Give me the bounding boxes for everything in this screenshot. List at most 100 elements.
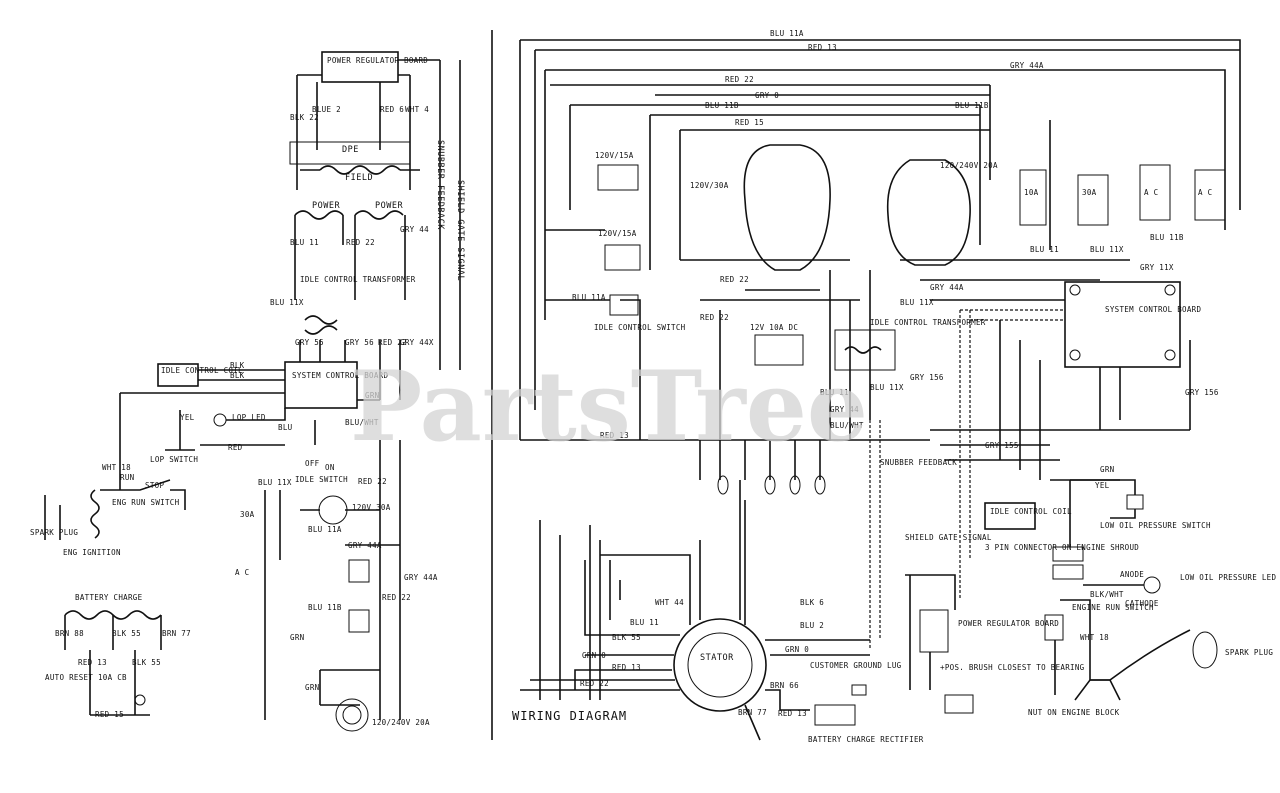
wire-label-grn3: GRN bbox=[305, 683, 319, 692]
wire-label-brn77: BRN 77 bbox=[162, 629, 191, 638]
stator-wire-brn77: BRN 77 bbox=[738, 708, 767, 717]
off-label: OFF bbox=[305, 459, 320, 468]
top-wire-gry44a: GRY 44A bbox=[1010, 61, 1044, 70]
snubber-feedback-label: SNUBBER FEEDBACK bbox=[880, 458, 957, 467]
side-wire-15: GRN bbox=[1100, 465, 1114, 474]
top-wire-blu11b: BLU 11B bbox=[705, 101, 739, 110]
wire-label-gry44a-b: GRY 44A bbox=[404, 573, 438, 582]
wire-label-blu: BLU bbox=[278, 423, 292, 432]
side-wire-12: BLU 11 bbox=[1030, 245, 1059, 254]
low-oil-pressure-switch bbox=[1126, 494, 1144, 510]
nut-on-engine-block-label: NUT ON ENGINE BLOCK bbox=[1028, 708, 1120, 717]
power-regulator-board-label: POWER REGULATOR BOARD bbox=[327, 56, 428, 65]
idle-control-coil bbox=[984, 502, 1036, 530]
auto-reset-label: AUTO RESET 10A CB bbox=[45, 673, 127, 682]
wire-label-yel: YEL bbox=[180, 413, 195, 422]
receptacle-240v bbox=[335, 698, 369, 732]
idle-control-switch-label: IDLE CONTROL SWITCH bbox=[594, 323, 686, 332]
side-wire-0: BLU 11A bbox=[572, 293, 606, 302]
stator-wire-red13: RED 13 bbox=[612, 663, 641, 672]
wire-label-blu11: BLU 11 bbox=[290, 238, 319, 247]
wire-label-blu11x-b: BLU 11X bbox=[258, 478, 292, 487]
wire-label-red6: RED 6 bbox=[380, 105, 404, 114]
idle-switch-label: IDLE SWITCH bbox=[295, 475, 348, 484]
wire-label-blu11a: BLU 11A bbox=[308, 525, 342, 534]
side-wire-14: GRY 11X bbox=[1140, 263, 1174, 272]
stator-wire-blu2: BLU 2 bbox=[800, 621, 824, 630]
wire-label-gry56: GRY 56 bbox=[345, 338, 374, 347]
idle-control-transformer-label: IDLE CONTROL TRANSFORMER bbox=[300, 275, 416, 284]
dpe-label: DPE bbox=[342, 145, 359, 155]
lop-led bbox=[213, 413, 227, 427]
side-wire-17: BLU 11 bbox=[820, 388, 849, 397]
breaker-label-10a: 10A bbox=[1024, 188, 1039, 197]
customer-ground-lug-label: CUSTOMER GROUND LUG bbox=[810, 661, 902, 670]
power-label-1: POWER bbox=[312, 201, 340, 211]
receptacle-label-1: 120V/15A bbox=[595, 151, 634, 160]
wire-label-blue2: BLUE 2 bbox=[312, 105, 341, 114]
stator-wire-red22: RED 22 bbox=[580, 679, 609, 688]
system-control-board-label: SYSTEM CONTROL BOARD bbox=[292, 371, 388, 380]
system-control-board bbox=[1064, 281, 1181, 368]
breaker-ac-2 bbox=[1194, 169, 1226, 221]
connector-3pin-upper bbox=[1052, 546, 1084, 562]
side-wire-16: RED 22 bbox=[720, 275, 749, 284]
top-wire-blu11a: BLU 11A bbox=[770, 29, 804, 38]
receptacle-30a bbox=[318, 495, 348, 525]
wire-label-grn: GRN bbox=[365, 391, 379, 400]
wire-label-wht18: WHT 18 bbox=[102, 463, 131, 472]
breaker-label-30a: 30A bbox=[1082, 188, 1097, 197]
side-wire-9: BLU 11X bbox=[900, 298, 934, 307]
battery-charge-rectifier bbox=[814, 704, 856, 726]
eng-run-switch-label: ENG RUN SWITCH bbox=[112, 498, 180, 507]
wire-label-red: RED bbox=[228, 443, 243, 452]
wire-label-red15: RED 15 bbox=[95, 710, 124, 719]
breaker-label-ac-1: A C bbox=[1144, 188, 1158, 197]
receptacle-30a-label: 120V 30A bbox=[352, 503, 391, 512]
side-wire-3: GRY 44 bbox=[830, 405, 859, 414]
diagram-title: WIRING DIAGRAM bbox=[512, 709, 627, 723]
engine-run-switch-label: ENGINE RUN SWITCH bbox=[1072, 603, 1154, 612]
power-regulator-board-label: POWER REGULATOR BOARD bbox=[958, 619, 1059, 628]
side-wire-5: GRY 44A bbox=[930, 283, 964, 292]
side-wire-13: BLU 11X bbox=[1090, 245, 1124, 254]
spark-plug-boot bbox=[1192, 631, 1218, 669]
stop-label: STOP bbox=[145, 481, 164, 490]
blk-wht-label: BLK/WHT bbox=[1090, 590, 1124, 599]
wire-label-red22: RED 22 bbox=[346, 238, 375, 247]
wire-label-red22c: RED 22 bbox=[358, 477, 387, 486]
battery-diode bbox=[134, 694, 146, 706]
on-label: ON bbox=[325, 463, 335, 472]
lop-switch-label: LOP SWITCH bbox=[150, 455, 198, 464]
breaker-label-ac-2: A C bbox=[1198, 188, 1212, 197]
wire-label-gry44a: GRY 44A bbox=[348, 541, 382, 550]
side-wire-10: BLU/WHT bbox=[830, 421, 864, 430]
breaker-30a bbox=[1077, 174, 1109, 226]
stator-wire-blk55: BLK 55 bbox=[612, 633, 641, 642]
wire-label-blk2: BLK bbox=[230, 371, 245, 380]
idle-control-transformer-label: IDLE CONTROL TRANSFORMER bbox=[870, 318, 986, 327]
power-regulator-board bbox=[919, 609, 949, 653]
breaker-ac-1 bbox=[1139, 164, 1171, 221]
side-wire-11: GRY 156 bbox=[1185, 388, 1219, 397]
low-oil-pressure-led bbox=[1143, 576, 1161, 594]
stator bbox=[673, 618, 767, 712]
low-oil-switch-label: LOW OIL PRESSURE SWITCH bbox=[1100, 521, 1211, 530]
stator-wire-grn0: GRN 0 bbox=[582, 651, 606, 660]
dc-receptacle bbox=[754, 334, 804, 366]
wire-label-gry44: GRY 44 bbox=[400, 225, 429, 234]
run-label: RUN bbox=[120, 473, 134, 482]
cathode-label: CATHODE bbox=[1125, 599, 1159, 608]
cb-30a-label: 30A bbox=[240, 510, 255, 519]
idle-control-coil-box bbox=[157, 363, 199, 387]
receptacle-120v-15a-top bbox=[597, 164, 639, 191]
breaker-2 bbox=[348, 609, 370, 633]
system-control-board-box bbox=[284, 361, 358, 409]
spark-plug-label: SPARK PLUG bbox=[1225, 648, 1273, 657]
spark-plug-label: SPARK PLUG bbox=[30, 528, 78, 537]
stator-wire-grn0b: GRN 0 bbox=[785, 645, 809, 654]
receptacle-label-2: 120V/30A bbox=[690, 181, 729, 190]
field-label: FIELD bbox=[345, 173, 373, 183]
breaker-1 bbox=[348, 559, 370, 583]
